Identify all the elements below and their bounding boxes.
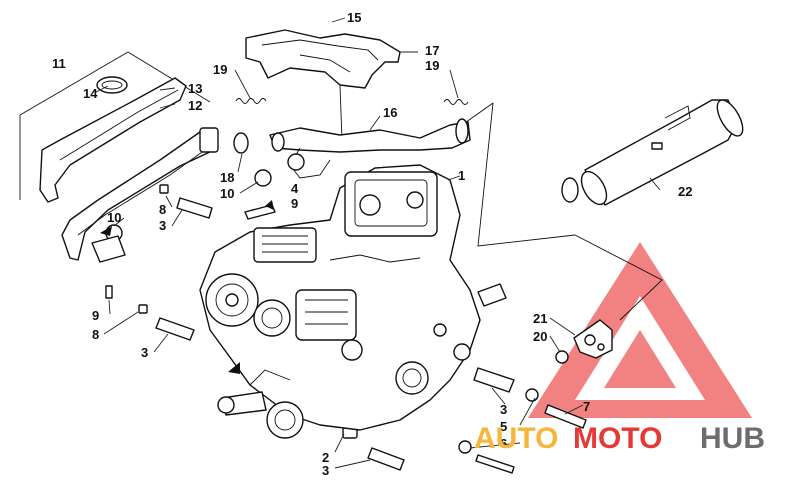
callout-10a: 10 (220, 186, 234, 201)
gasket-parts (91, 132, 276, 263)
pointer-arrows (100, 200, 274, 374)
bolt-parts (105, 184, 587, 474)
spring-parts (235, 98, 469, 105)
callout-20: 20 (533, 329, 547, 344)
exhaust-pipe-part (269, 118, 471, 179)
callout-12: 12 (188, 98, 202, 113)
engine-block-part (199, 164, 507, 439)
leader-lines (95, 17, 661, 469)
callout-3d: 3 (322, 463, 329, 478)
callout-18: 18 (220, 170, 234, 185)
callout-17: 17 (425, 43, 439, 58)
callout-6: 6 (500, 436, 507, 451)
bracket-part (555, 319, 613, 364)
callout-3a: 3 (159, 218, 166, 233)
callout-15: 15 (347, 10, 361, 25)
heat-shield-part (245, 29, 401, 141)
callout-2: 2 (322, 450, 329, 465)
callout-3c: 3 (500, 402, 507, 417)
callout-8b: 8 (92, 327, 99, 342)
callout-10b: 10 (107, 210, 121, 225)
watermark-logo-icon (528, 242, 752, 418)
callout-16: 16 (383, 105, 397, 120)
watermark-text: AUTO MOTO HUB (474, 422, 765, 455)
callout-19a: 19 (213, 62, 227, 77)
callout-9a: 9 (291, 196, 298, 211)
callout-19b: 19 (425, 58, 439, 73)
header-pipe-part (39, 76, 219, 261)
callout-9b: 9 (92, 308, 99, 323)
callout-22: 22 (678, 184, 692, 199)
callout-21: 21 (533, 311, 547, 326)
callout-8a: 8 (159, 202, 166, 217)
callout-7: 7 (583, 399, 590, 414)
muffler-part (561, 99, 744, 206)
callout-11: 11 (52, 56, 66, 71)
callout-5: 5 (500, 419, 507, 434)
watermark-text-auto: AUTO (474, 422, 558, 455)
callout-4: 4 (291, 181, 299, 196)
callout-labels: 1 2 3 3 3 3 4 5 6 7 8 8 9 9 10 10 11 12 … (52, 10, 692, 478)
watermark-text-moto: MOTO (573, 422, 662, 455)
callout-13: 13 (188, 81, 202, 96)
callout-14: 14 (83, 86, 98, 101)
watermark-text-hub: HUB (700, 422, 765, 455)
callout-3b: 3 (141, 345, 148, 360)
callout-1: 1 (458, 168, 465, 183)
